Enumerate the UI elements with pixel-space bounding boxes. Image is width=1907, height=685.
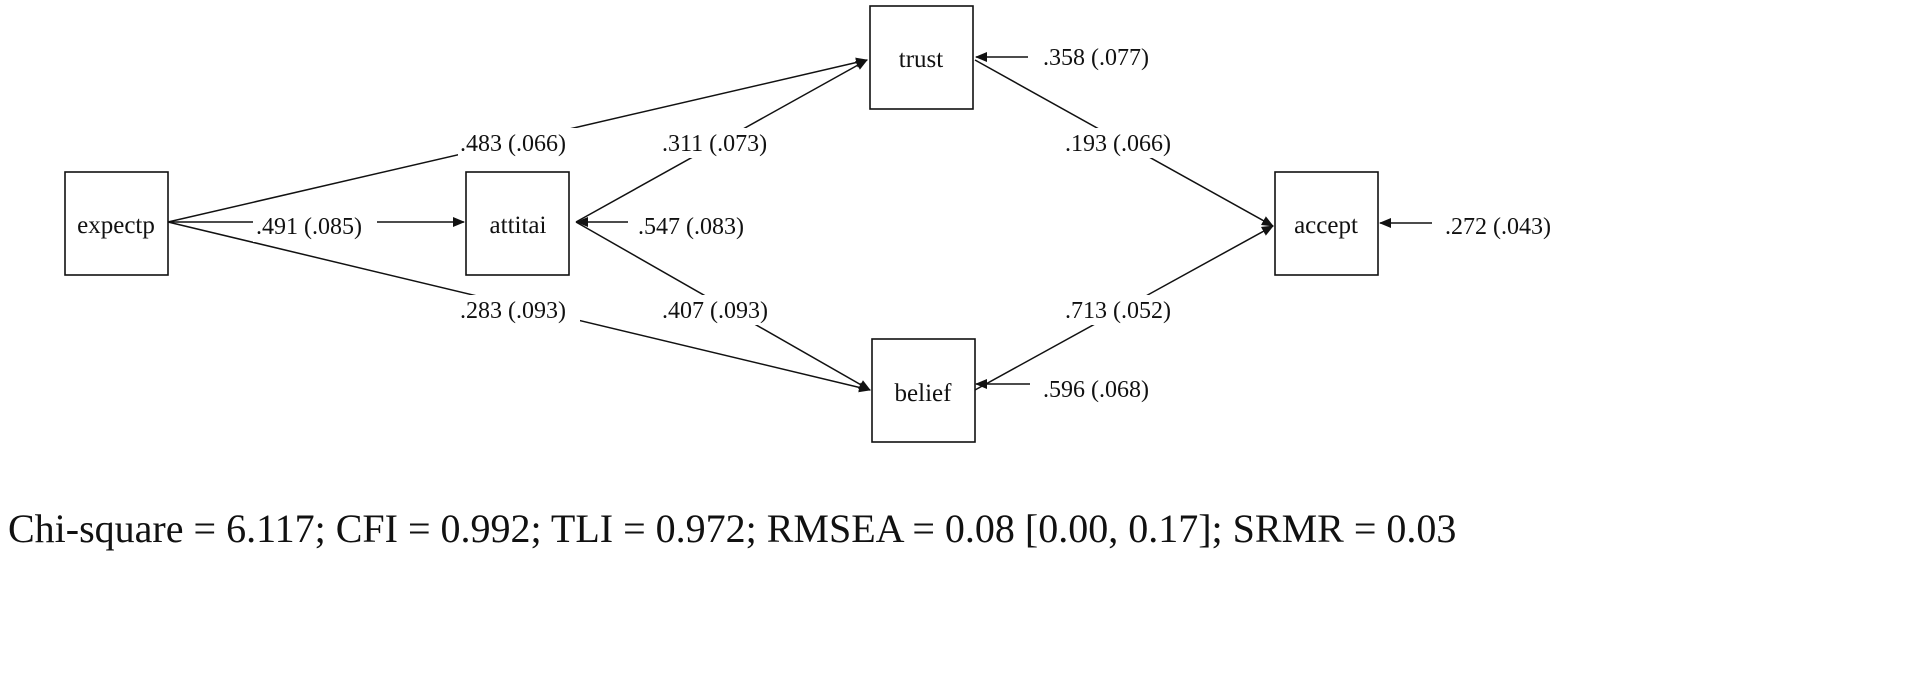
node-expectp: expectp xyxy=(64,171,169,276)
node-accept: accept xyxy=(1274,171,1379,276)
node-attitai: attitai xyxy=(465,171,570,276)
node-trust: trust xyxy=(869,5,974,110)
label-attitai-trust: .311 (.073) xyxy=(662,131,767,157)
edge-labels: .483 (.066) .311 (.073) .193 (.066) .491… xyxy=(253,45,1551,403)
node-attitai-label: attitai xyxy=(490,212,547,239)
node-expectp-label: expectp xyxy=(77,212,155,239)
label-trust-accept: .193 (.066) xyxy=(1065,131,1171,157)
node-trust-label: trust xyxy=(899,46,944,73)
residual-label-attitai: .547 (.083) xyxy=(638,214,744,240)
label-expectp-belief: .283 (.093) xyxy=(460,298,566,324)
label-expectp-attitai: .491 (.085) xyxy=(256,214,362,240)
residual-label-accept: .272 (.043) xyxy=(1445,214,1551,240)
model-fit-statistics: Chi-square = 6.117; CFI = 0.992; TLI = 0… xyxy=(8,506,1457,551)
label-expectp-trust: .483 (.066) xyxy=(460,131,566,157)
residual-label-belief: .596 (.068) xyxy=(1043,377,1149,403)
node-belief: belief xyxy=(871,338,976,443)
node-belief-label: belief xyxy=(895,380,953,407)
residual-label-trust: .358 (.077) xyxy=(1043,45,1149,71)
label-attitai-belief: .407 (.093) xyxy=(662,298,768,324)
node-accept-label: accept xyxy=(1294,212,1358,239)
label-belief-accept: .713 (.052) xyxy=(1065,298,1171,324)
